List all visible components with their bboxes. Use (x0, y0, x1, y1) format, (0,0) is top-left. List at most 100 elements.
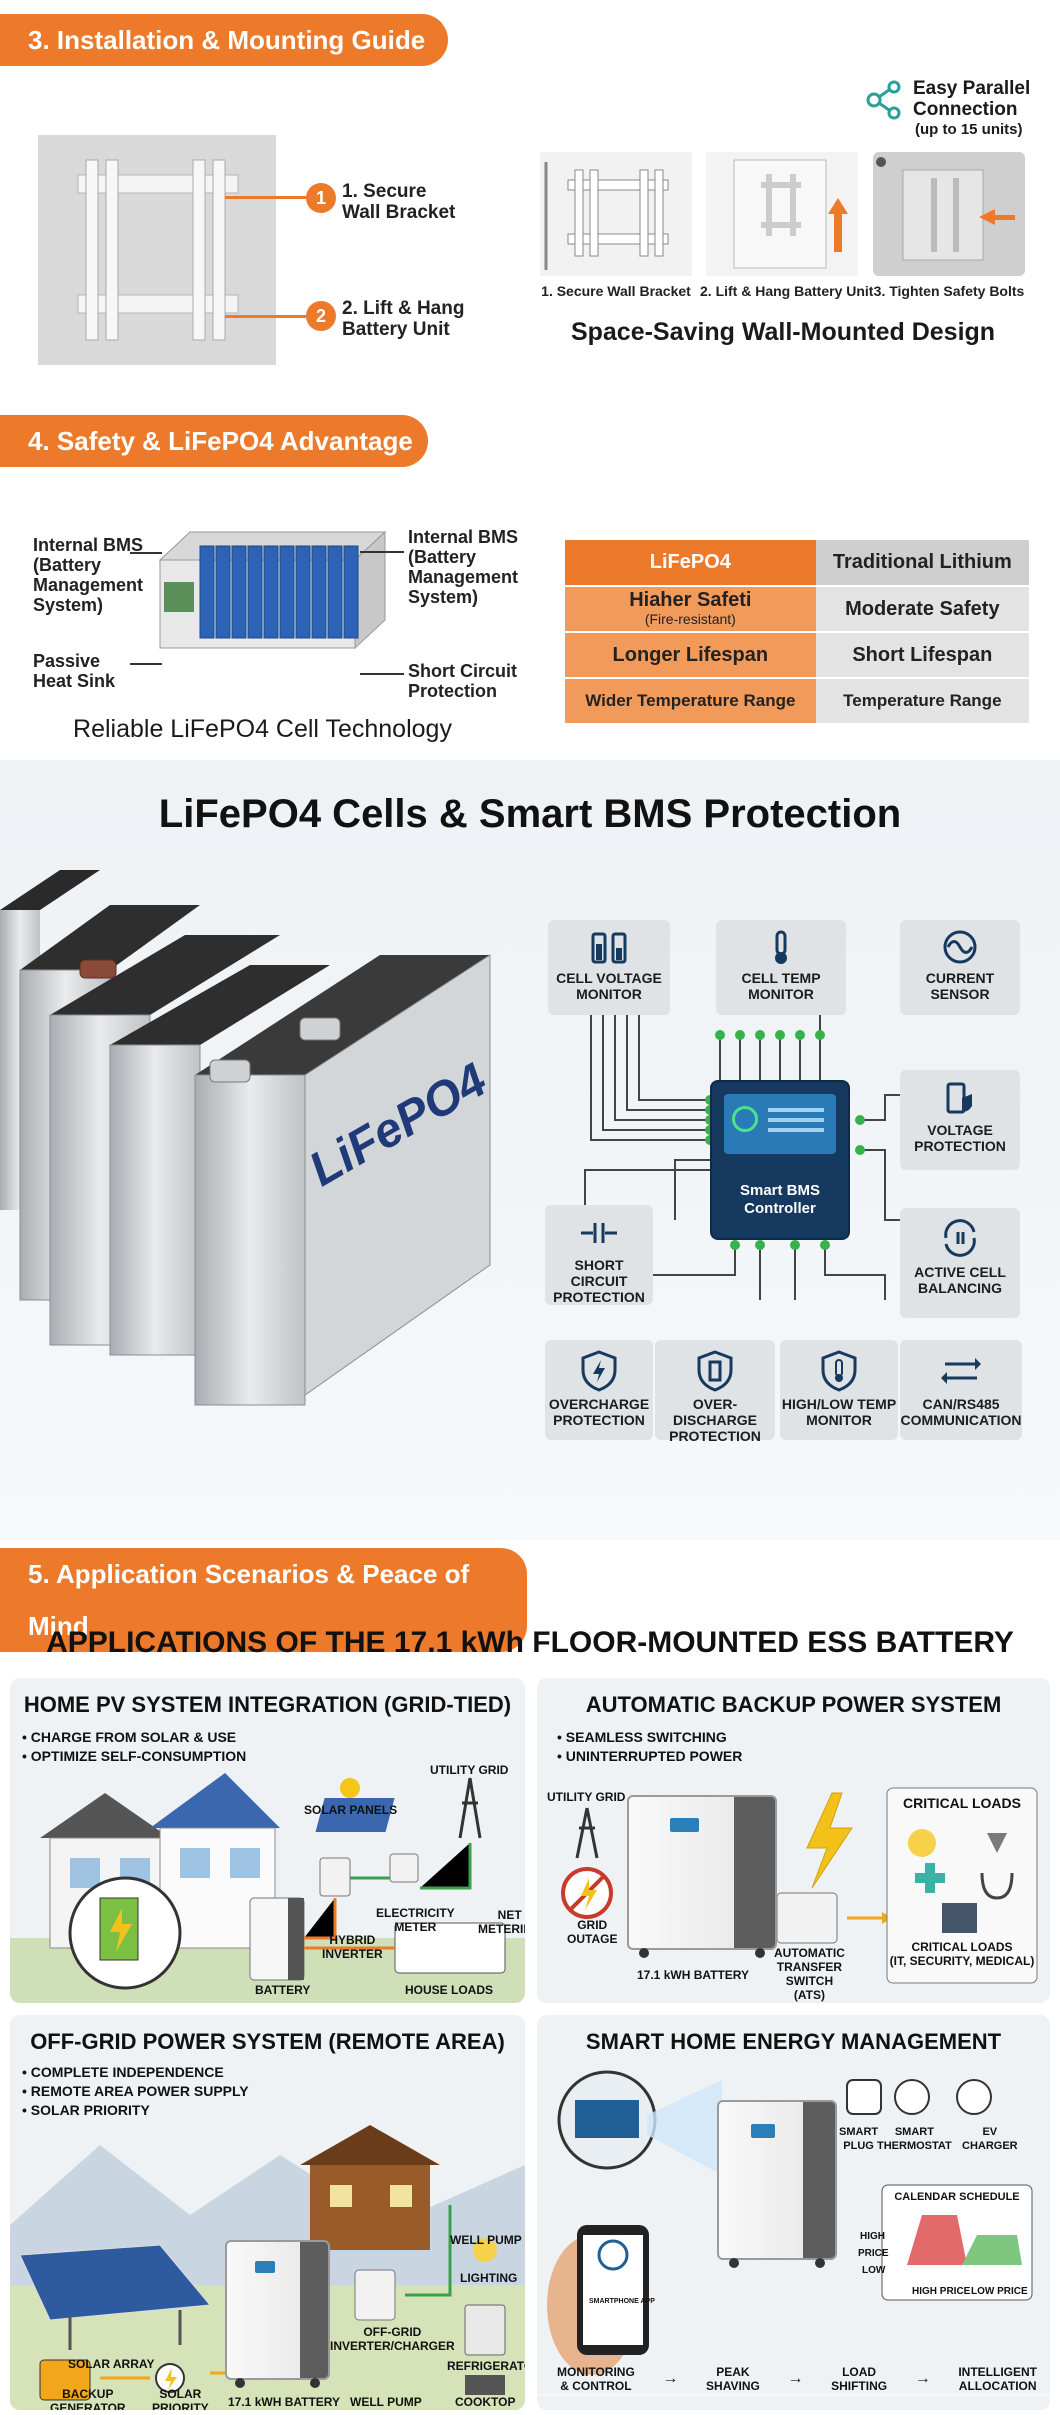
box-label: VOLTAGE PROTECTION (914, 1122, 1006, 1154)
battery-module-image (150, 520, 390, 665)
battery-side-panel (802, 2102, 835, 2258)
panel-title: HOME PV SYSTEM INTEGRATION (GRID-TIED) (23, 1692, 512, 1717)
table-row: Hiaher Safeti(Fire-resistant) Moderate S… (565, 586, 1029, 633)
table-cell: Wider Temperature Range (565, 678, 816, 725)
safety-sublabel: (Fire-resistant) (644, 610, 736, 627)
battery-icon (591, 932, 627, 964)
panel-title: OFF-GRID POWER SYSTEM (REMOTE AREA) (30, 2029, 505, 2054)
parallel-units-note: (up to 15 units) (915, 121, 1023, 138)
battery-screen (669, 1818, 700, 1832)
design-caption: Space-Saving Wall-Mounted Design (570, 318, 996, 346)
table-cell: Longer Lifespan (565, 632, 816, 679)
box-label: CURRENT SENSOR (925, 970, 995, 1002)
table-cell: LiFePO4 (565, 540, 816, 587)
arrow-right-icon: → (787, 2370, 804, 2387)
panel-off-grid: OFF-GRID POWER SYSTEM (REMOTE AREA) • CO… (10, 2015, 525, 2410)
balance-cycle-icon (944, 1219, 976, 1257)
parallel-connection-label: Easy Parallel Connection (913, 78, 1031, 120)
label-well-pump-top: WELL PUMP (450, 2233, 522, 2247)
wheel (755, 1948, 765, 1958)
swap-arrows-icon (941, 1358, 981, 1384)
section-title-safety: 4. Safety & LiFePO4 Advantage (0, 415, 428, 467)
thumb-lift-battery (706, 152, 858, 276)
wheel (235, 2378, 245, 2388)
panel-title: SMART HOME ENERGY MANAGEMENT (585, 2029, 1002, 2054)
arrow-right-icon: → (914, 2370, 931, 2387)
panel-bullets: • COMPLETE INDEPENDENCE • REMOTE AREA PO… (22, 2064, 249, 2118)
panel-smart-home: SMART HOME ENERGY MANAGEMENT SMART PLUG … (537, 2015, 1050, 2410)
callout-short-circuit: Short Circuit Protection (408, 661, 518, 701)
label-calendar-schedule: CALENDAR SCHEDULE (894, 2191, 1020, 2203)
box-high-low-temp: HIGH/LOW TEMP MONITOR (780, 1340, 898, 1440)
arrow-right-icon: → (662, 2370, 679, 2387)
label-refrigerator: REFRIGERATOR (447, 2359, 525, 2373)
box-overcharge: OVERCHARGE PROTECTION (545, 1340, 653, 1440)
table-cell: Moderate Safety (815, 586, 1029, 633)
box-can-rs485: CAN/RS485 COMMUNICATION (900, 1340, 1022, 1440)
label-high-price: HIGH PRICE (912, 2286, 971, 2297)
label-battery: 17.1 kWH BATTERY (637, 1968, 750, 1982)
battery-shield-icon (946, 1082, 972, 1114)
controller-label: Smart BMS Controller (739, 1182, 821, 1217)
cell-technology-caption: Reliable LiFePO4 Cell Technology (73, 715, 452, 743)
screen-line (768, 1128, 824, 1132)
step-1-label: 1. Secure Wall Bracket (342, 181, 456, 223)
label-lighting: LIGHTING (460, 2271, 518, 2285)
box-label: CELL TEMP MONITOR (741, 970, 821, 1002)
wheel (639, 1948, 649, 1958)
label-off-grid-inverter: OFF-GRID INVERTER/CHARGER (330, 2325, 455, 2353)
box-short-circuit: SHORT CIRCUIT PROTECTION (545, 1205, 653, 1305)
wheel (729, 2258, 739, 2268)
label-solar-array: SOLAR ARRAY (68, 2357, 155, 2371)
table-row: Longer Lifespan Short Lifespan (565, 632, 1029, 679)
thumb-caption-3: 3. Tighten Safety Bolts (873, 283, 1025, 299)
label-utility-grid: UTILITY GRID (430, 1763, 509, 1777)
table-cell: Hiaher Safeti(Fire-resistant) (565, 586, 816, 633)
flow-intelligent-allocation: INTELLIGENT ALLOCATION (958, 2365, 1037, 2393)
backup-illustration (561, 1787, 1038, 1984)
table-row: LiFePO4 Traditional Lithium (565, 540, 1029, 587)
label-backup-generator: BACKUP GENERATOR (50, 2387, 126, 2410)
box-voltage-protection: VOLTAGE PROTECTION (900, 1070, 1020, 1170)
wheel (815, 2258, 825, 2268)
bms-section: LiFePO4 Cells & Smart BMS Protection (0, 760, 1060, 1550)
label-hybrid-inverter: HYBRID INVERTER (322, 1933, 383, 1961)
battery-side-panel (734, 1797, 775, 1948)
leader-line-1 (130, 552, 162, 554)
label-low-price: LOW PRICE (971, 2286, 1028, 2297)
box-active-balancing: ACTIVE CELL BALANCING (900, 1208, 1020, 1318)
flow-monitoring: MONITORING & CONTROL (557, 2365, 635, 2393)
leader-line-4 (360, 673, 404, 675)
callout-heat-sink: Passive Heat Sink (33, 651, 116, 691)
callout-line-1 (225, 196, 313, 199)
panel-bullets: • CHARGE FROM SOLAR & USE • OPTIMIZE SEL… (22, 1729, 247, 1764)
thermometer-icon (775, 930, 787, 964)
shield-bolt-icon (581, 1350, 617, 1392)
label-high: HIGH (860, 2231, 885, 2242)
applications-heading: APPLICATIONS OF THE 17.1 kWh FLOOR-MOUNT… (46, 1626, 1014, 1659)
controller-screen (724, 1094, 836, 1154)
leader-line-2 (130, 663, 162, 665)
label-ev-charger: EV CHARGER (962, 2126, 1018, 2152)
box-label: CELL VOLTAGE MONITOR (556, 970, 662, 1002)
applications-section: 5. Application Scenarios & Peace of Mind… (0, 1540, 1060, 2415)
step-2-label: 2. Lift & Hang Battery Unit (342, 298, 465, 340)
flow-peak-shaving: PEAK SHAVING (706, 2365, 760, 2393)
battery-unit-2 (627, 1795, 777, 1958)
table-row: Wider Temperature Range Temperature Rang… (565, 678, 1029, 725)
safety-label: Hiaher Safeti (629, 588, 752, 611)
label-solar-priority: SOLAR PRIORITY (152, 2387, 209, 2410)
box-label: OVERCHARGE PROTECTION (548, 1396, 650, 1428)
thumb-caption-2: 2. Lift & Hang Battery Unit (700, 283, 874, 299)
box-cell-temp: CELL TEMP MONITOR (716, 920, 846, 1015)
label-smartphone-app: SMARTPHONE APP (589, 2298, 655, 2305)
label-critical-loads: CRITICAL LOADS (IT, SECURITY, MEDICAL) (889, 1940, 1035, 1968)
screen-line (768, 1108, 824, 1112)
battery-screen (255, 2261, 276, 2274)
thumb-caption-1: 1. Secure Wall Bracket (541, 283, 691, 299)
label-utility-grid: UTILITY GRID (547, 1790, 626, 1804)
bms-title: LiFePO4 Cells & Smart BMS Protection (158, 792, 902, 836)
section-title-applications: 5. Application Scenarios & Peace of Mind (0, 1548, 527, 1652)
home-pv-illustration (10, 1773, 525, 2003)
sine-wave-icon (943, 930, 977, 964)
